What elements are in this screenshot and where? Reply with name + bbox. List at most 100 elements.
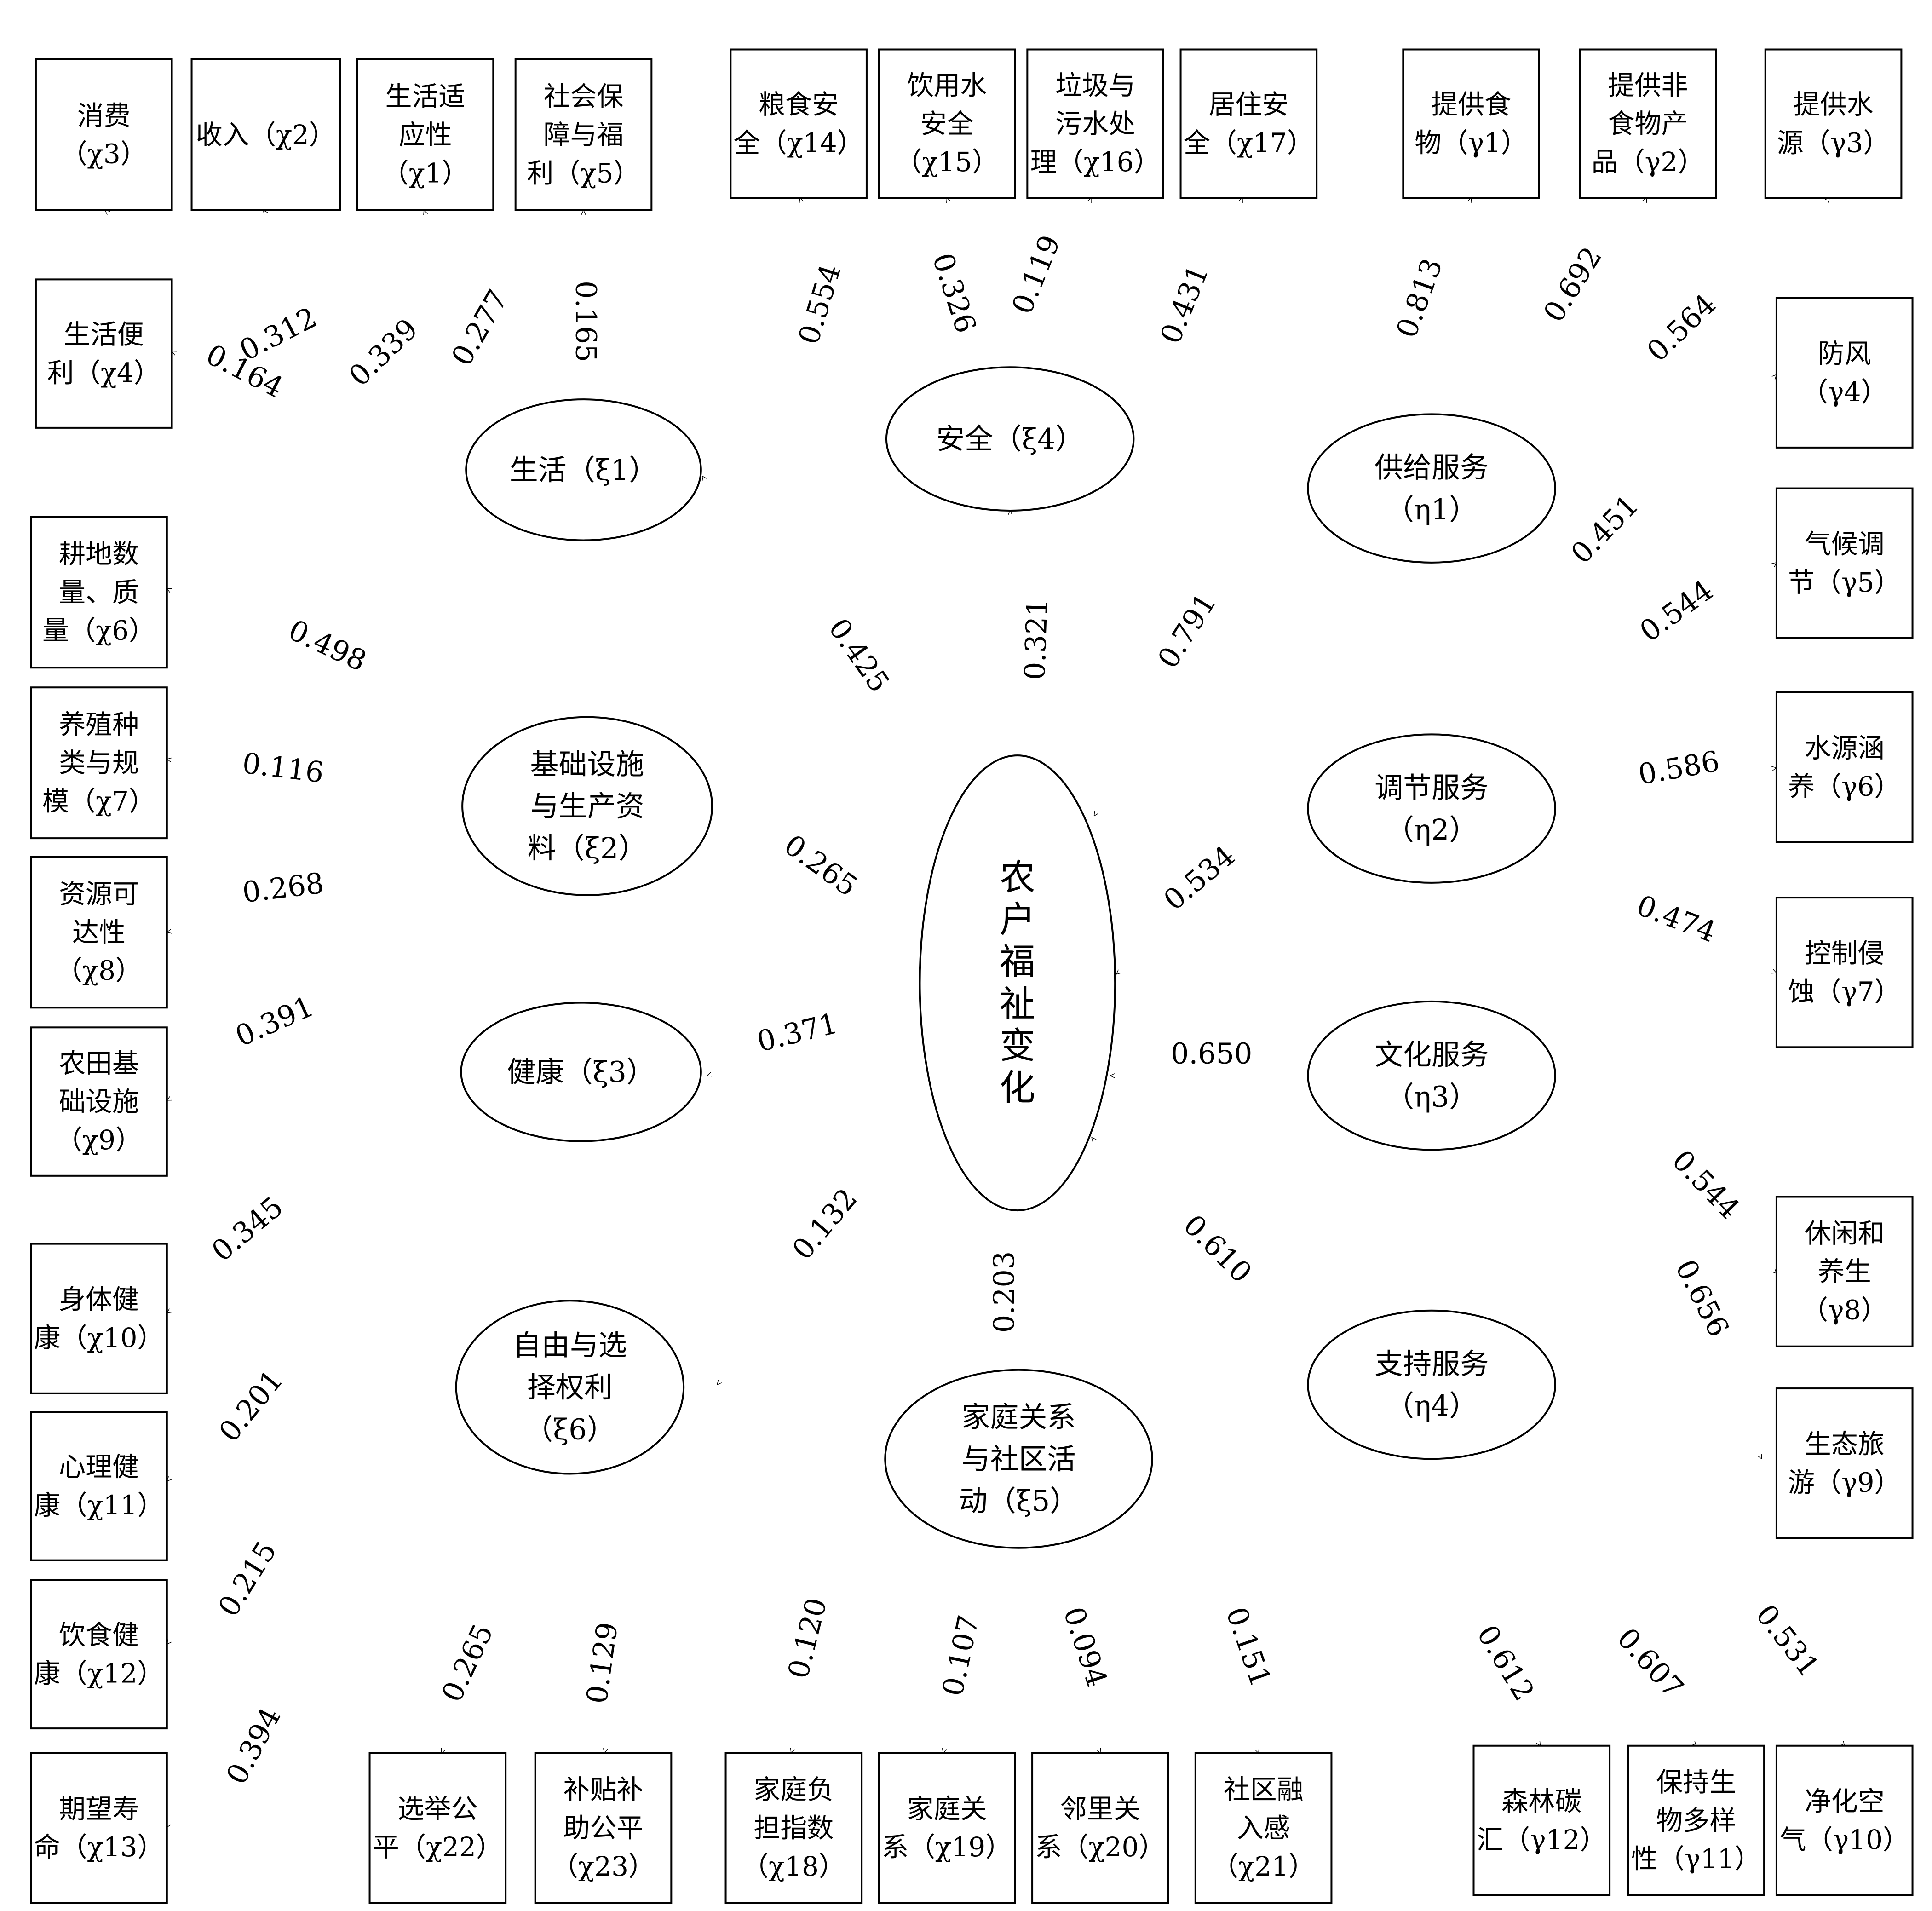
indicator-box-x2-frame — [190, 58, 341, 211]
indicator-x11-line-1: 心理健 — [59, 1451, 139, 1483]
coefficient-xi3-x12: 0.215 — [212, 1535, 283, 1622]
indicator-y6-line-2: 养（γ6） — [1788, 771, 1901, 802]
path-arrow-eta1-y2 — [1522, 198, 1646, 430]
indicator-box-x6-frame — [30, 516, 168, 669]
indicator-x18-line-1: 家庭负 — [753, 1774, 834, 1805]
indicator-x23-line-1: 补贴补 — [563, 1774, 643, 1805]
indicator-x10-line-2: 康（χ10） — [34, 1322, 164, 1353]
coefficient-eta2-y7: 0.474 — [1632, 888, 1720, 949]
indicator-x7-line-2: 类与规 — [59, 747, 139, 778]
indicator-x2-line-1: 收入（χ2） — [196, 119, 336, 150]
indicator-box-y8-frame — [1775, 1196, 1914, 1347]
coefficient-eta3-c: 0.650 — [1171, 1036, 1253, 1070]
coefficient-c-xi6: 0.132 — [786, 1182, 864, 1266]
indicator-box-x17-frame — [1179, 48, 1318, 199]
latent-ellipse-xi3: 健康（ξ3） — [460, 1002, 702, 1142]
indicator-y2-line-3: 品（γ2） — [1592, 146, 1705, 178]
indicator-x17-line-2: 全（χ17） — [1184, 127, 1314, 158]
coefficient-xi6-x22: 0.265 — [435, 1619, 500, 1707]
coefficient-xi2-x8: 0.268 — [241, 866, 326, 909]
latent-xi5-line-2: 与社区活 — [961, 1442, 1075, 1476]
indicator-x9-line-2: 础设施 — [59, 1086, 139, 1117]
coefficient-xi3-x13: 0.394 — [219, 1702, 288, 1790]
coefficient-eta4-y11: 0.607 — [1610, 1621, 1690, 1704]
indicator-box-x20-frame — [1031, 1752, 1169, 1904]
latent-xi6-line-1: 自由与选 — [513, 1329, 627, 1362]
latent-ellipse-eta2: 调节服务（η2） — [1307, 733, 1556, 884]
path-arrow-xi6-x23 — [604, 1440, 669, 1753]
indicator-x6-line-3: 量（χ6） — [42, 615, 155, 646]
indicator-box-y4: 防风（γ4） — [1775, 297, 1914, 449]
path-arrow-eta2-c — [1116, 810, 1308, 974]
indicator-y7-line-1: 控制侵 — [1805, 938, 1885, 969]
indicator-y9-line-2: 游（γ9） — [1788, 1467, 1901, 1498]
indicator-x1-line-1: 生活适 — [385, 81, 465, 112]
indicator-y8-line-3: （γ8） — [1801, 1294, 1888, 1325]
indicator-y9-line-1: 生态旅 — [1805, 1428, 1885, 1460]
indicator-x16-line-1: 垃圾与 — [1055, 69, 1135, 101]
coefficient-eta2-y4: 0.451 — [1564, 488, 1645, 570]
central-construct-line-3: 福 — [1000, 941, 1035, 983]
path-arrow-eta4-y11 — [1434, 1459, 1696, 1746]
indicator-x21-line-2: 入感 — [1237, 1812, 1290, 1843]
path-arrow-eta1-c — [1094, 486, 1308, 816]
indicator-y7-line-2: 蚀（γ7） — [1788, 976, 1901, 1007]
latent-ellipse-eta3: 文化服务（η3） — [1307, 1000, 1556, 1151]
path-arrow-eta2-y5 — [1524, 563, 1777, 760]
coefficient-xi5-x18: 0.120 — [781, 1594, 834, 1682]
indicator-box-y1-frame — [1402, 48, 1540, 199]
coefficient-c-xi1: 0.425 — [822, 612, 897, 698]
latent-eta3-line-2: （η3） — [1386, 1080, 1478, 1113]
indicator-box-x19-frame — [878, 1752, 1016, 1904]
path-arrow-c-xi1 — [702, 476, 946, 816]
coefficient-xi3-x11: 0.201 — [212, 1364, 289, 1448]
coefficient-eta3-y8: 0.544 — [1666, 1143, 1747, 1225]
indicator-box-x18-frame — [724, 1752, 863, 1904]
latent-xi4-outline — [885, 366, 1135, 512]
indicator-x4-line-2: 利（χ4） — [47, 357, 161, 388]
coefficient-eta4-y10: 0.531 — [1749, 1598, 1826, 1683]
latent-eta2-line-1: 调节服务 — [1374, 771, 1489, 804]
indicator-x7-line-1: 养殖种 — [59, 709, 139, 740]
indicator-x1-line-2: 应性 — [398, 119, 452, 150]
coefficient-c-xi4: 0.321 — [1018, 598, 1054, 680]
indicator-x23-line-3: （χ23） — [552, 1851, 655, 1882]
indicator-y1-line-1: 提供食 — [1431, 89, 1511, 120]
indicator-box-y2-frame — [1579, 48, 1717, 199]
path-arrow-eta4-c — [1092, 1138, 1308, 1387]
coefficient-xi2-x7: 0.116 — [241, 746, 326, 789]
coefficient-xi2-x9: 0.391 — [230, 989, 319, 1053]
central-construct-outline — [919, 754, 1116, 1212]
path-arrow-c-xi4 — [1010, 511, 1018, 755]
indicator-y2-line-1: 提供非 — [1608, 69, 1688, 101]
path-arrow-eta3-y8 — [1524, 1023, 1777, 1274]
coefficient-eta1-y1: 0.813 — [1390, 254, 1449, 342]
indicator-x3-line-2: （χ3） — [61, 138, 147, 170]
coefficient-eta2-c: 0.534 — [1157, 839, 1241, 917]
indicator-y4-line-1: 防风 — [1818, 338, 1871, 369]
coefficient-xi1-x5: 0.165 — [569, 281, 603, 363]
latent-xi5-line-3: 动（ξ5） — [959, 1484, 1079, 1518]
path-arrow-xi3-x10 — [167, 1104, 470, 1313]
latent-xi3-line-1: 健康（ξ3） — [507, 1055, 655, 1089]
coefficient-eta1-y2: 0.692 — [1537, 241, 1609, 328]
indicator-box-x11-frame — [30, 1411, 168, 1561]
coefficient-xi4-x16: 0.119 — [1005, 230, 1067, 319]
indicator-x20-line-1: 邻里关 — [1060, 1793, 1140, 1825]
indicator-box-x3: 消费（χ3） — [34, 58, 173, 211]
